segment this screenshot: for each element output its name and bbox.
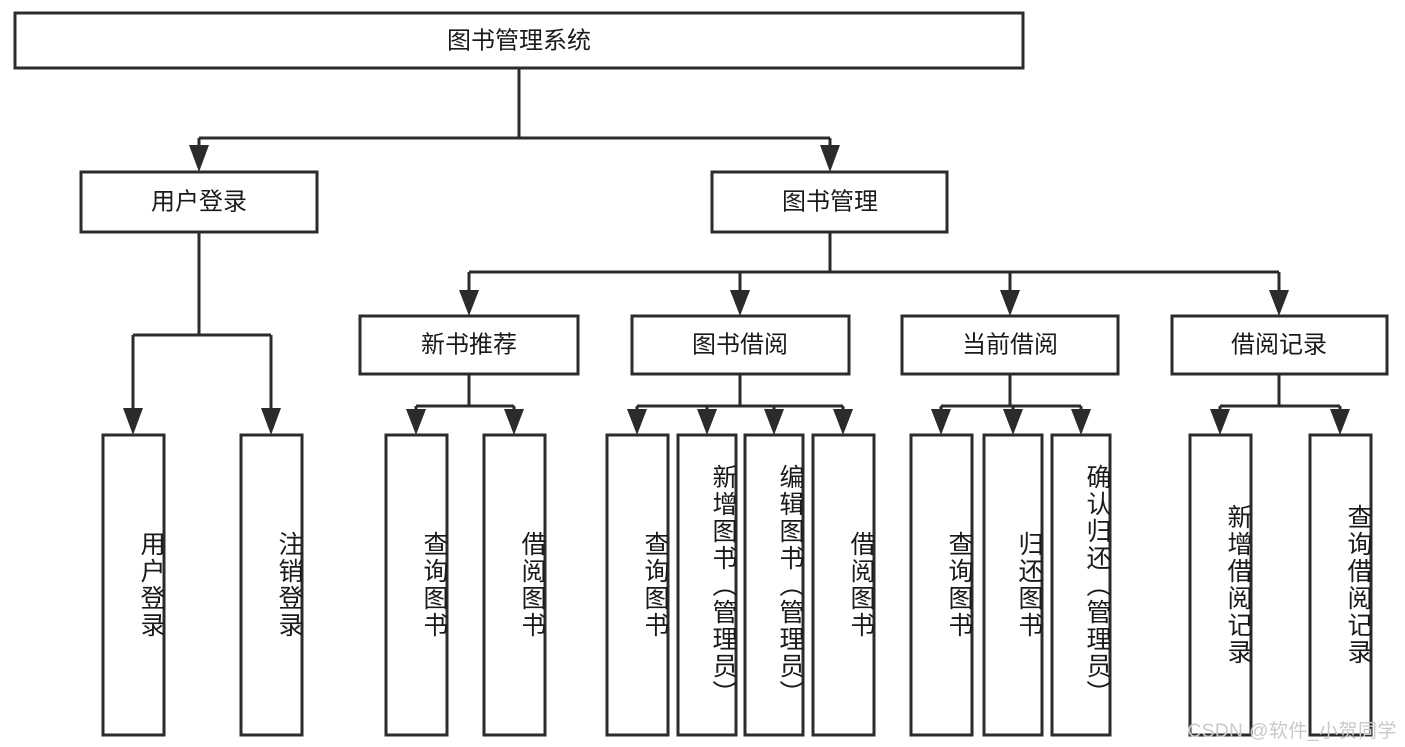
node-leaf-borrow-book-2-box[interactable] bbox=[811, 433, 876, 737]
node-book-manage-label: 图书管理 bbox=[782, 188, 878, 215]
node-book-borrow-box[interactable] bbox=[630, 314, 851, 376]
node-leaf-logout-label: 注销登录 bbox=[275, 531, 303, 639]
node-new-book-recommend[interactable]: 新书推荐 bbox=[358, 314, 580, 376]
node-book-borrow[interactable]: 图书借阅 bbox=[630, 314, 851, 376]
connectors-layer bbox=[123, 68, 1350, 435]
node-borrow-record-box[interactable] bbox=[1170, 314, 1389, 376]
node-leaf-logout-box[interactable] bbox=[239, 433, 304, 737]
node-leaf-query-book-2-label: 查询图书 bbox=[641, 531, 669, 639]
arrow-new-book-recommend-icon bbox=[459, 290, 479, 316]
arrow-leaf-confirm-return-icon bbox=[1071, 409, 1091, 435]
node-current-borrow-label: 当前借阅 bbox=[962, 331, 1058, 358]
node-user-login[interactable]: 用户登录 bbox=[79, 170, 319, 234]
arrow-book-borrow-icon bbox=[730, 290, 750, 316]
node-user-login-box[interactable] bbox=[79, 170, 319, 234]
arrow-leaf-edit-book-icon bbox=[764, 409, 784, 435]
node-leaf-add-record-label: 新增借阅记录 bbox=[1224, 504, 1252, 666]
node-leaf-return-book-label: 归还图书 bbox=[1015, 531, 1043, 639]
node-leaf-add-record-box[interactable] bbox=[1188, 433, 1253, 737]
arrow-leaf-add-record-icon bbox=[1210, 409, 1230, 435]
arrow-leaf-add-book-icon bbox=[697, 409, 717, 435]
node-root-label: 图书管理系统 bbox=[447, 27, 591, 54]
node-leaf-query-book-3-box[interactable] bbox=[909, 433, 974, 737]
arrow-leaf-borrow-book-2-icon bbox=[833, 409, 853, 435]
arrow-leaf-logout-icon bbox=[261, 408, 281, 435]
arrow-leaf-user-login-icon bbox=[123, 408, 143, 435]
node-leaf-query-book-2-box[interactable] bbox=[605, 433, 670, 737]
arrow-leaf-borrow-book-1-icon bbox=[504, 409, 524, 435]
node-new-book-recommend-label: 新书推荐 bbox=[421, 331, 517, 358]
node-leaf-borrow-book-1-box[interactable] bbox=[482, 433, 547, 737]
node-leaf-query-book-1-label: 查询图书 bbox=[420, 531, 448, 639]
node-user-login-label: 用户登录 bbox=[151, 188, 247, 215]
node-leaf-add-book-box[interactable] bbox=[676, 433, 738, 737]
node-leaf-query-book-1-box[interactable] bbox=[384, 433, 449, 737]
node-borrow-record[interactable]: 借阅记录 bbox=[1170, 314, 1389, 376]
node-leaf-query-book-3-label: 查询图书 bbox=[945, 531, 973, 639]
node-new-book-recommend-box[interactable] bbox=[358, 314, 580, 376]
node-leaf-user-login-label: 用户登录 bbox=[137, 531, 165, 639]
node-leaf-return-book-box[interactable] bbox=[982, 433, 1044, 737]
arrow-leaf-query-book-2-icon bbox=[627, 409, 647, 435]
node-leaf-edit-book-box[interactable] bbox=[743, 433, 805, 737]
node-leaf-borrow-book-2-label: 借阅图书 bbox=[847, 531, 875, 639]
node-leaf-edit-book-label: 编辑图书（管理员） bbox=[776, 463, 804, 707]
arrow-leaf-return-book-icon bbox=[1003, 409, 1023, 435]
node-root[interactable]: 图书管理系统 bbox=[13, 11, 1025, 70]
node-leaf-add-book-label: 新增图书（管理员） bbox=[709, 463, 737, 707]
node-leaf-query-record-box[interactable] bbox=[1308, 433, 1373, 737]
node-current-borrow[interactable]: 当前借阅 bbox=[900, 314, 1120, 376]
leaf-nodes-layer bbox=[101, 433, 1373, 737]
node-leaf-query-record-label: 查询借阅记录 bbox=[1344, 504, 1372, 666]
arrow-leaf-query-record-icon bbox=[1330, 409, 1350, 435]
arrow-leaf-query-book-3-icon bbox=[931, 409, 951, 435]
node-leaf-confirm-return-label: 确认归还（管理员） bbox=[1083, 463, 1111, 707]
node-root-box[interactable] bbox=[13, 11, 1025, 70]
arrow-current-borrow-icon bbox=[1000, 290, 1020, 316]
arrow-borrow-record-icon bbox=[1269, 290, 1289, 316]
node-book-borrow-label: 图书借阅 bbox=[692, 331, 788, 358]
arrow-user-login-icon bbox=[189, 145, 209, 172]
node-leaf-borrow-book-1-label: 借阅图书 bbox=[518, 531, 546, 639]
arrow-book-manage-icon bbox=[820, 145, 840, 172]
node-current-borrow-box[interactable] bbox=[900, 314, 1120, 376]
arrow-leaf-query-book-1-icon bbox=[406, 409, 426, 435]
node-book-manage[interactable]: 图书管理 bbox=[710, 170, 949, 234]
node-book-manage-box[interactable] bbox=[710, 170, 949, 234]
node-leaf-user-login-box[interactable] bbox=[101, 433, 166, 737]
node-leaf-confirm-return-box[interactable] bbox=[1050, 433, 1112, 737]
node-borrow-record-label: 借阅记录 bbox=[1231, 331, 1327, 358]
watermark-text: CSDN @软件_小贺同学 bbox=[1187, 721, 1397, 742]
